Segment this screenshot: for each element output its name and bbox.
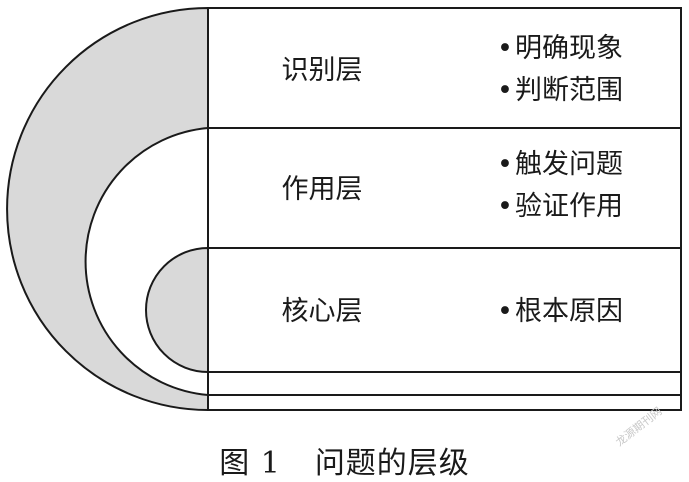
- layers-frame: [207, 7, 682, 411]
- layer-name-action: 作用层: [282, 174, 363, 205]
- figure-caption: 图 1 问题的层级: [0, 438, 689, 482]
- figure-number: 图 1: [219, 446, 281, 481]
- bullet-dot: •: [497, 75, 513, 106]
- problem-levels-diagram: 识别层 作用层 核心层 • 明确现象 • 判断范围 • 触发问题 • 验证作用 …: [6, 6, 682, 412]
- inner-arc-shape: [145, 246, 209, 374]
- layer-name-recognition: 识别层: [282, 55, 363, 86]
- bullet-item: 明确现象: [515, 33, 623, 64]
- layer-name-core: 核心层: [282, 296, 363, 327]
- bullet-dot: •: [497, 33, 513, 64]
- bullet-dot: •: [497, 296, 513, 327]
- bullet-item: 验证作用: [515, 191, 623, 222]
- bullet-item: 判断范围: [515, 75, 623, 106]
- bullet-item: 根本原因: [515, 296, 623, 327]
- bullet-item: 触发问题: [515, 149, 623, 180]
- bullet-dot: •: [497, 191, 513, 222]
- bullet-dot: •: [497, 149, 513, 180]
- figure-title: 问题的层级: [314, 446, 470, 481]
